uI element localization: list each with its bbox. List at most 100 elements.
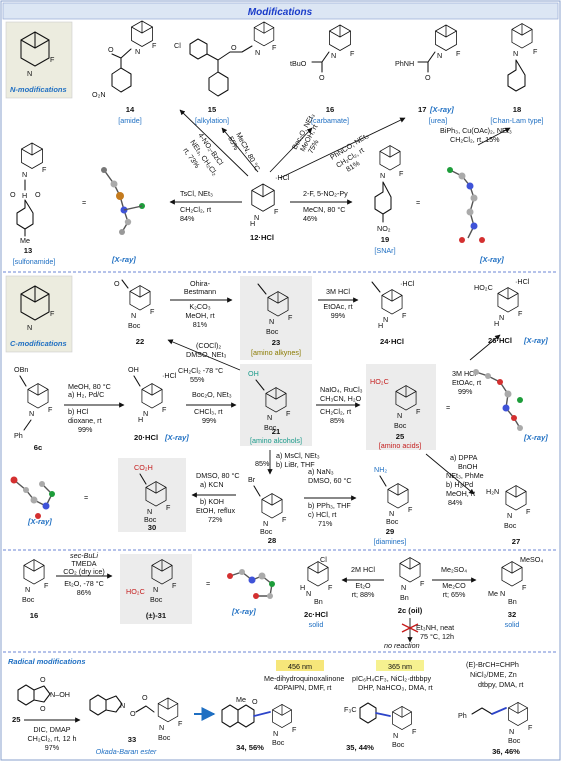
cond-c6-line1: TsCl, NEt₃ — [180, 189, 213, 198]
arrow — [469, 334, 501, 361]
header-bar — [2, 2, 559, 20]
cond-c16-line2: a) MsCl, NEt₃ — [276, 451, 320, 460]
group-hcl: ·HCl — [275, 173, 290, 182]
compound-number: 16 — [326, 105, 334, 114]
group-boc: Boc — [260, 527, 273, 536]
atom-f: F — [526, 507, 531, 516]
cond-c25-line1: 365 nm — [388, 662, 412, 671]
tag-okada-baran: Okada-Baran ester — [96, 747, 157, 756]
compound-box-21 — [240, 364, 312, 446]
arrow — [279, 117, 406, 179]
cond-c22-line1: Et₃NH, neat — [416, 623, 454, 632]
cond-c14-line3: CH₂Cl₂, rt — [320, 407, 351, 416]
compound-number: 32 — [508, 610, 516, 619]
equals-sign: = — [84, 493, 88, 502]
compound-12-hcl: N H F ·HCl 12·HCl — [250, 173, 290, 242]
atom-o: O — [35, 190, 41, 199]
compound-number: 13 — [24, 246, 32, 255]
atom-s: H — [22, 191, 27, 200]
cond-c13-line2: CHCl₃, rt — [194, 407, 222, 416]
xray-tag: [X-ray] — [164, 433, 189, 442]
group-ho2c: HO₂C — [370, 377, 389, 386]
atom-n: N — [401, 583, 406, 592]
compound-17: N F PhNH O 17 [X-ray] [urea] — [395, 24, 461, 125]
group-f3c: F₃C — [344, 705, 357, 714]
cond-c19-line4: Et₂O, -78 °C — [64, 579, 104, 588]
atom-o: O — [142, 693, 148, 702]
atom-f: F — [44, 581, 49, 590]
atom-o: O — [252, 697, 258, 706]
atom-h: H — [300, 583, 305, 592]
arrow — [179, 109, 249, 177]
group-oh: OH — [248, 369, 259, 378]
group-boc: Boc — [508, 736, 521, 745]
cond-c23-line2: CH₂Cl₂, rt, 12 h — [27, 734, 76, 743]
cond-c12-line5: 99% — [78, 425, 93, 434]
n-modifications-section: N F N-modifications O N F O₂N 14 [amide]… — [5, 20, 544, 266]
compound-36: Ph N F Boc 36, 46% — [458, 702, 533, 756]
compound-number: 26·HCl — [488, 336, 512, 345]
radical-label: Radical modifications — [8, 657, 86, 666]
cond-c20-line2: Et₂O — [355, 581, 371, 590]
cross-mark — [401, 623, 419, 633]
compound-14: O N F O₂N 14 [amide] — [92, 20, 157, 125]
group-oh: OH — [128, 365, 139, 374]
xray-structure-4: [X-ray] — [10, 476, 55, 526]
compound-number: 34, 56% — [236, 743, 264, 752]
atom-n: N — [499, 313, 504, 322]
cond-c9-line3: 99% — [331, 311, 346, 320]
group-phnh: PhNH — [395, 59, 414, 68]
atom-o: O — [108, 45, 114, 54]
compound-number: 35, 44% — [346, 743, 374, 752]
atom-f: F — [533, 47, 538, 56]
compound-number: 2c·HCl — [304, 610, 328, 619]
atom-n: N — [331, 51, 336, 60]
atom-n: N — [263, 519, 268, 528]
atom-o: O — [425, 73, 431, 82]
atom-n: N — [273, 729, 278, 738]
group-obn: OBn — [14, 365, 28, 374]
tag-amide: [amide] — [118, 116, 142, 125]
xray-tag: [X-ray] — [27, 517, 52, 526]
compound-number: 2c (oil) — [398, 606, 423, 615]
arrow — [167, 339, 241, 371]
atom-n: N — [269, 317, 274, 326]
tag-alkylation: [alkylation] — [195, 116, 229, 125]
group-boc: Boc — [22, 595, 35, 604]
group-no2: NO₂ — [377, 224, 391, 233]
atom-n: N — [147, 507, 152, 516]
atom-n: N — [397, 411, 402, 420]
cond-c11-line2: EtOAc, rt — [452, 378, 481, 387]
compound-number: 12·HCl — [250, 233, 274, 242]
atom-n: N — [120, 701, 125, 710]
atom-h: H — [494, 319, 499, 328]
compound-number: 15 — [208, 105, 217, 114]
compound-number: 20·HCl — [134, 433, 158, 442]
compound-26-hcl: HO₂C N H F ·HCl 26·HCl [X-ray] — [474, 277, 548, 345]
compound-number: 28 — [268, 536, 276, 545]
lithiation-row: N F Boc 16 sec-BuLi TMEDA CO₂ (dry ice) … — [22, 551, 543, 650]
group-hcl: ·HCl — [400, 279, 415, 288]
compound-21: OH N F Boc 21 [amino alcohols] — [248, 369, 302, 445]
compound-box-31 — [120, 554, 192, 624]
compound-number: 23 — [272, 338, 280, 347]
atom-h: H — [378, 321, 383, 330]
atom-f: F — [50, 309, 55, 318]
equals-sign: = — [416, 198, 420, 207]
atom-f: F — [286, 409, 291, 418]
compound-35: F₃C N F Boc 35, 44% — [344, 702, 417, 752]
atom-f: F — [456, 49, 461, 58]
atom-f: F — [402, 311, 407, 320]
cond-c5-line2: CH₂Cl₂, rt, 15% — [450, 135, 500, 144]
arrow — [221, 127, 259, 173]
atom-n: N — [509, 727, 514, 736]
group-co2h: CO₂H — [134, 463, 153, 472]
atom-n: N — [27, 69, 32, 78]
cond-c9-line1: 3M HCl — [326, 287, 350, 296]
compound-20-hcl: OH N H F ·HCl 20·HCl [X-ray] — [128, 365, 189, 442]
group-h2n: H₂N — [486, 487, 499, 496]
cond-c26-line1: (E)-BrCH=CHPh — [466, 660, 519, 669]
tag-carbamate: [carbamate] — [311, 116, 349, 125]
group-boc: Boc — [266, 327, 279, 336]
atom-f: F — [522, 583, 527, 592]
